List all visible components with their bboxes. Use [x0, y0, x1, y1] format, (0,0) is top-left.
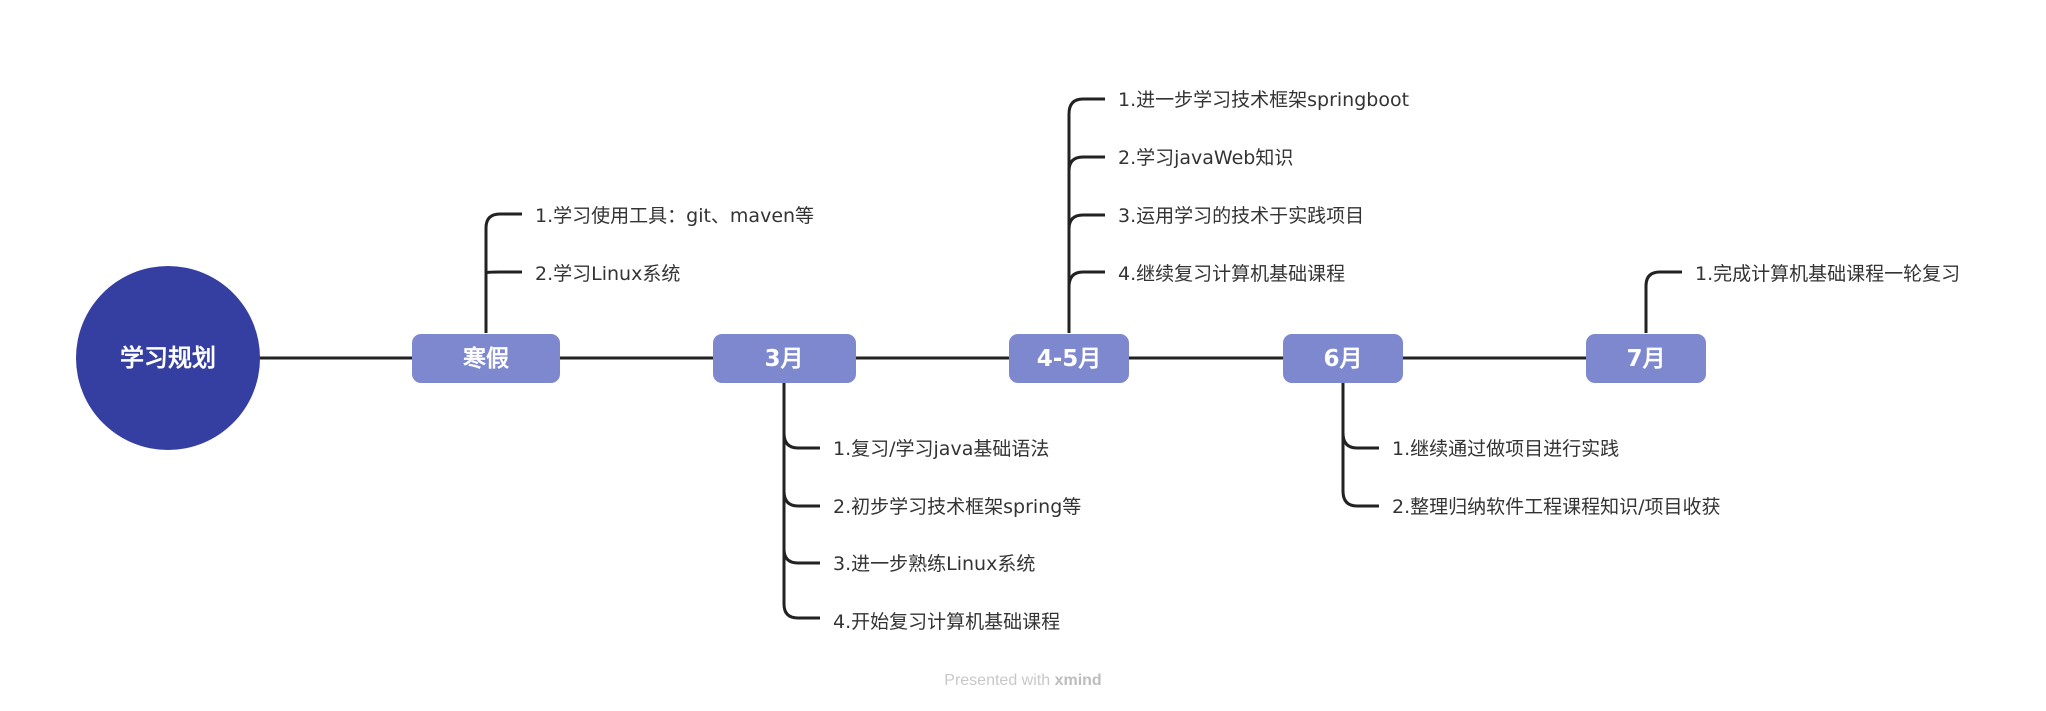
branch-march-connector	[782, 383, 820, 620]
branch-winter-item-2[interactable]: 2.学习Linux系统	[535, 263, 680, 285]
branch-june-connector	[1341, 383, 1379, 508]
branch-apr-may-item-3[interactable]: 3.运用学习的技术于实践项目	[1118, 205, 1364, 227]
branch-apr-may-item-1[interactable]: 1.进一步学习技术框架springboot	[1118, 89, 1409, 111]
branch-apr-may-connector	[1067, 97, 1105, 333]
footer-prefix: Presented with	[944, 672, 1051, 689]
branch-march-item-3[interactable]: 3.进一步熟练Linux系统	[833, 553, 1035, 575]
branch-july-label: 7月	[1626, 346, 1665, 372]
branch-june-label: 6月	[1323, 346, 1362, 372]
branch-apr-may-item-2[interactable]: 2.学习javaWeb知识	[1118, 147, 1293, 169]
branch-july[interactable]: 7月 1.完成计算机基础课程一轮复习	[1586, 263, 1960, 383]
branch-winter-item-1[interactable]: 1.学习使用工具：git、maven等	[535, 205, 814, 227]
root-topic[interactable]: 学习规划	[76, 266, 260, 450]
branch-apr-may-item-4[interactable]: 4.继续复习计算机基础课程	[1118, 263, 1345, 285]
branch-winter-label: 寒假	[463, 345, 509, 372]
branch-june-item-1[interactable]: 1.继续通过做项目进行实践	[1392, 438, 1619, 460]
branch-apr-may-label: 4-5月	[1037, 346, 1102, 372]
branch-march-item-2[interactable]: 2.初步学习技术框架spring等	[833, 496, 1081, 518]
branch-march[interactable]: 3月 1.复习/学习java基础语法 2.初步学习技术框架spring等 3.进…	[713, 334, 1081, 633]
branch-apr-may[interactable]: 4-5月 1.进一步学习技术框架springboot 2.学习javaWeb知识…	[1009, 89, 1409, 383]
root-label: 学习规划	[120, 344, 216, 372]
watermark-footer: Presented with xmind	[0, 672, 2046, 690]
branch-march-item-1[interactable]: 1.复习/学习java基础语法	[833, 438, 1049, 460]
branch-june-item-2[interactable]: 2.整理归纳软件工程课程知识/项目收获	[1392, 496, 1721, 518]
root-circle	[76, 266, 260, 450]
branch-winter[interactable]: 寒假 1.学习使用工具：git、maven等 2.学习Linux系统	[412, 205, 814, 383]
branch-july-connector	[1644, 270, 1682, 333]
branch-march-label: 3月	[764, 346, 803, 372]
branch-apr-may-box	[1009, 334, 1129, 383]
branch-june[interactable]: 6月 1.继续通过做项目进行实践 2.整理归纳软件工程课程知识/项目收获	[1283, 334, 1721, 518]
branch-march-box	[713, 334, 856, 383]
branch-winter-connector	[484, 212, 522, 333]
branch-july-box	[1586, 334, 1706, 383]
branch-june-box	[1283, 334, 1403, 383]
branch-winter-box	[412, 334, 560, 383]
branch-july-item-1[interactable]: 1.完成计算机基础课程一轮复习	[1695, 263, 1960, 285]
xmind-logo: xmind	[1054, 672, 1102, 689]
branch-march-item-4[interactable]: 4.开始复习计算机基础课程	[833, 611, 1060, 633]
